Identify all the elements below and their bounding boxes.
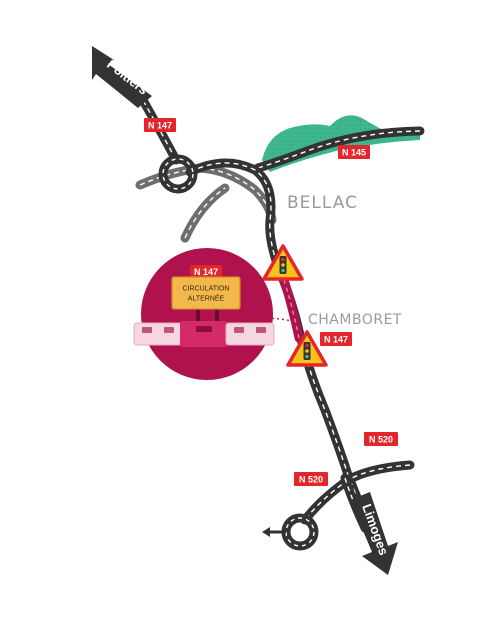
badge-n147-chamboret: N 147: [320, 332, 352, 346]
sign-badge: [190, 265, 222, 278]
poitiers-arrow: Poitiers: [92, 46, 152, 108]
traffic-light-warning-icon: [286, 330, 328, 367]
svg-text:N 147: N 147: [194, 267, 218, 277]
roundabout-north-icon: [158, 154, 198, 194]
sign-line1: CIRCULATION: [183, 286, 230, 293]
limoges-arrow: Limoges: [350, 492, 398, 575]
svg-text:N 520: N 520: [299, 475, 323, 485]
town-chamboret: CHAMBORET: [308, 312, 402, 328]
sign-line2: ALTERNÉE: [188, 294, 225, 303]
badge-n520-east: N 520: [364, 432, 398, 446]
chamboret-connector: [261, 317, 297, 323]
svg-text:N 520: N 520: [369, 435, 393, 445]
roadworks-panel: N 147 CIRCULATION ALTERNÉE: [133, 248, 275, 380]
svg-text:N 147: N 147: [324, 335, 348, 345]
town-bellac: BELLAC: [287, 193, 358, 213]
badge-n147-north: N 147: [144, 118, 176, 132]
secondary-road-southwest: [180, 183, 230, 243]
svg-text:N 147: N 147: [148, 121, 172, 131]
badge-n145: N 145: [338, 145, 370, 159]
roundabout-south-icon: [262, 513, 319, 551]
svg-text:N 145: N 145: [342, 148, 366, 158]
traffic-light-warning-icon: [262, 244, 304, 281]
alternating-traffic-sign: [171, 276, 241, 310]
badge-n520-west: N 520: [294, 472, 328, 486]
barrier-icon: [133, 321, 275, 347]
roadworks-segment: [279, 275, 304, 343]
road-n145: [253, 126, 425, 173]
